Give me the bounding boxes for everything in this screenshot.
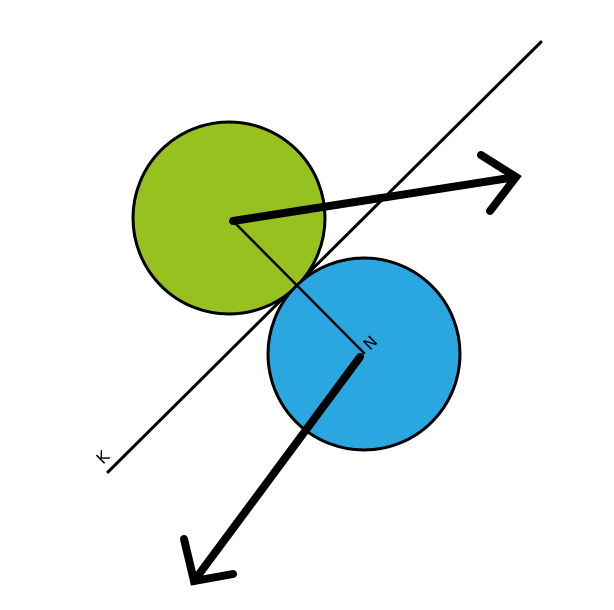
- green-velocity-arrow: [229, 151, 522, 225]
- tangent-line-label: K: [92, 447, 113, 468]
- tangent-line: [106, 40, 543, 474]
- line-of-centers: [231, 219, 366, 355]
- blue-velocity-arrow: [180, 353, 364, 586]
